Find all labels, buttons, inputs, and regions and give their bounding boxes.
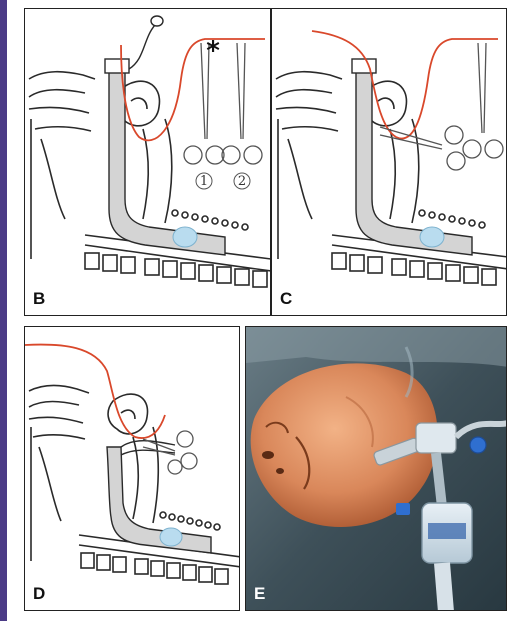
panel-b: 1 2 * B: [24, 8, 271, 316]
panel-label-d: D: [33, 585, 45, 602]
patient-photo-illustration: [246, 327, 507, 611]
asterisk-marker: *: [206, 36, 220, 66]
clamp-number-2: 2: [238, 174, 246, 189]
panel-c-diagram: [272, 9, 507, 316]
panel-e-photo: E: [245, 326, 507, 611]
panel-label-e: E: [254, 585, 265, 602]
panel-label-b: B: [33, 290, 45, 307]
panel-d: D: [24, 326, 240, 611]
accent-bar: [0, 0, 7, 621]
panel-d-diagram: [25, 327, 240, 611]
panel-b-diagram: 1 2 *: [25, 9, 271, 316]
panel-label-c: C: [280, 290, 292, 307]
clamp-number-1: 1: [200, 174, 208, 189]
panel-c: C: [271, 8, 507, 316]
